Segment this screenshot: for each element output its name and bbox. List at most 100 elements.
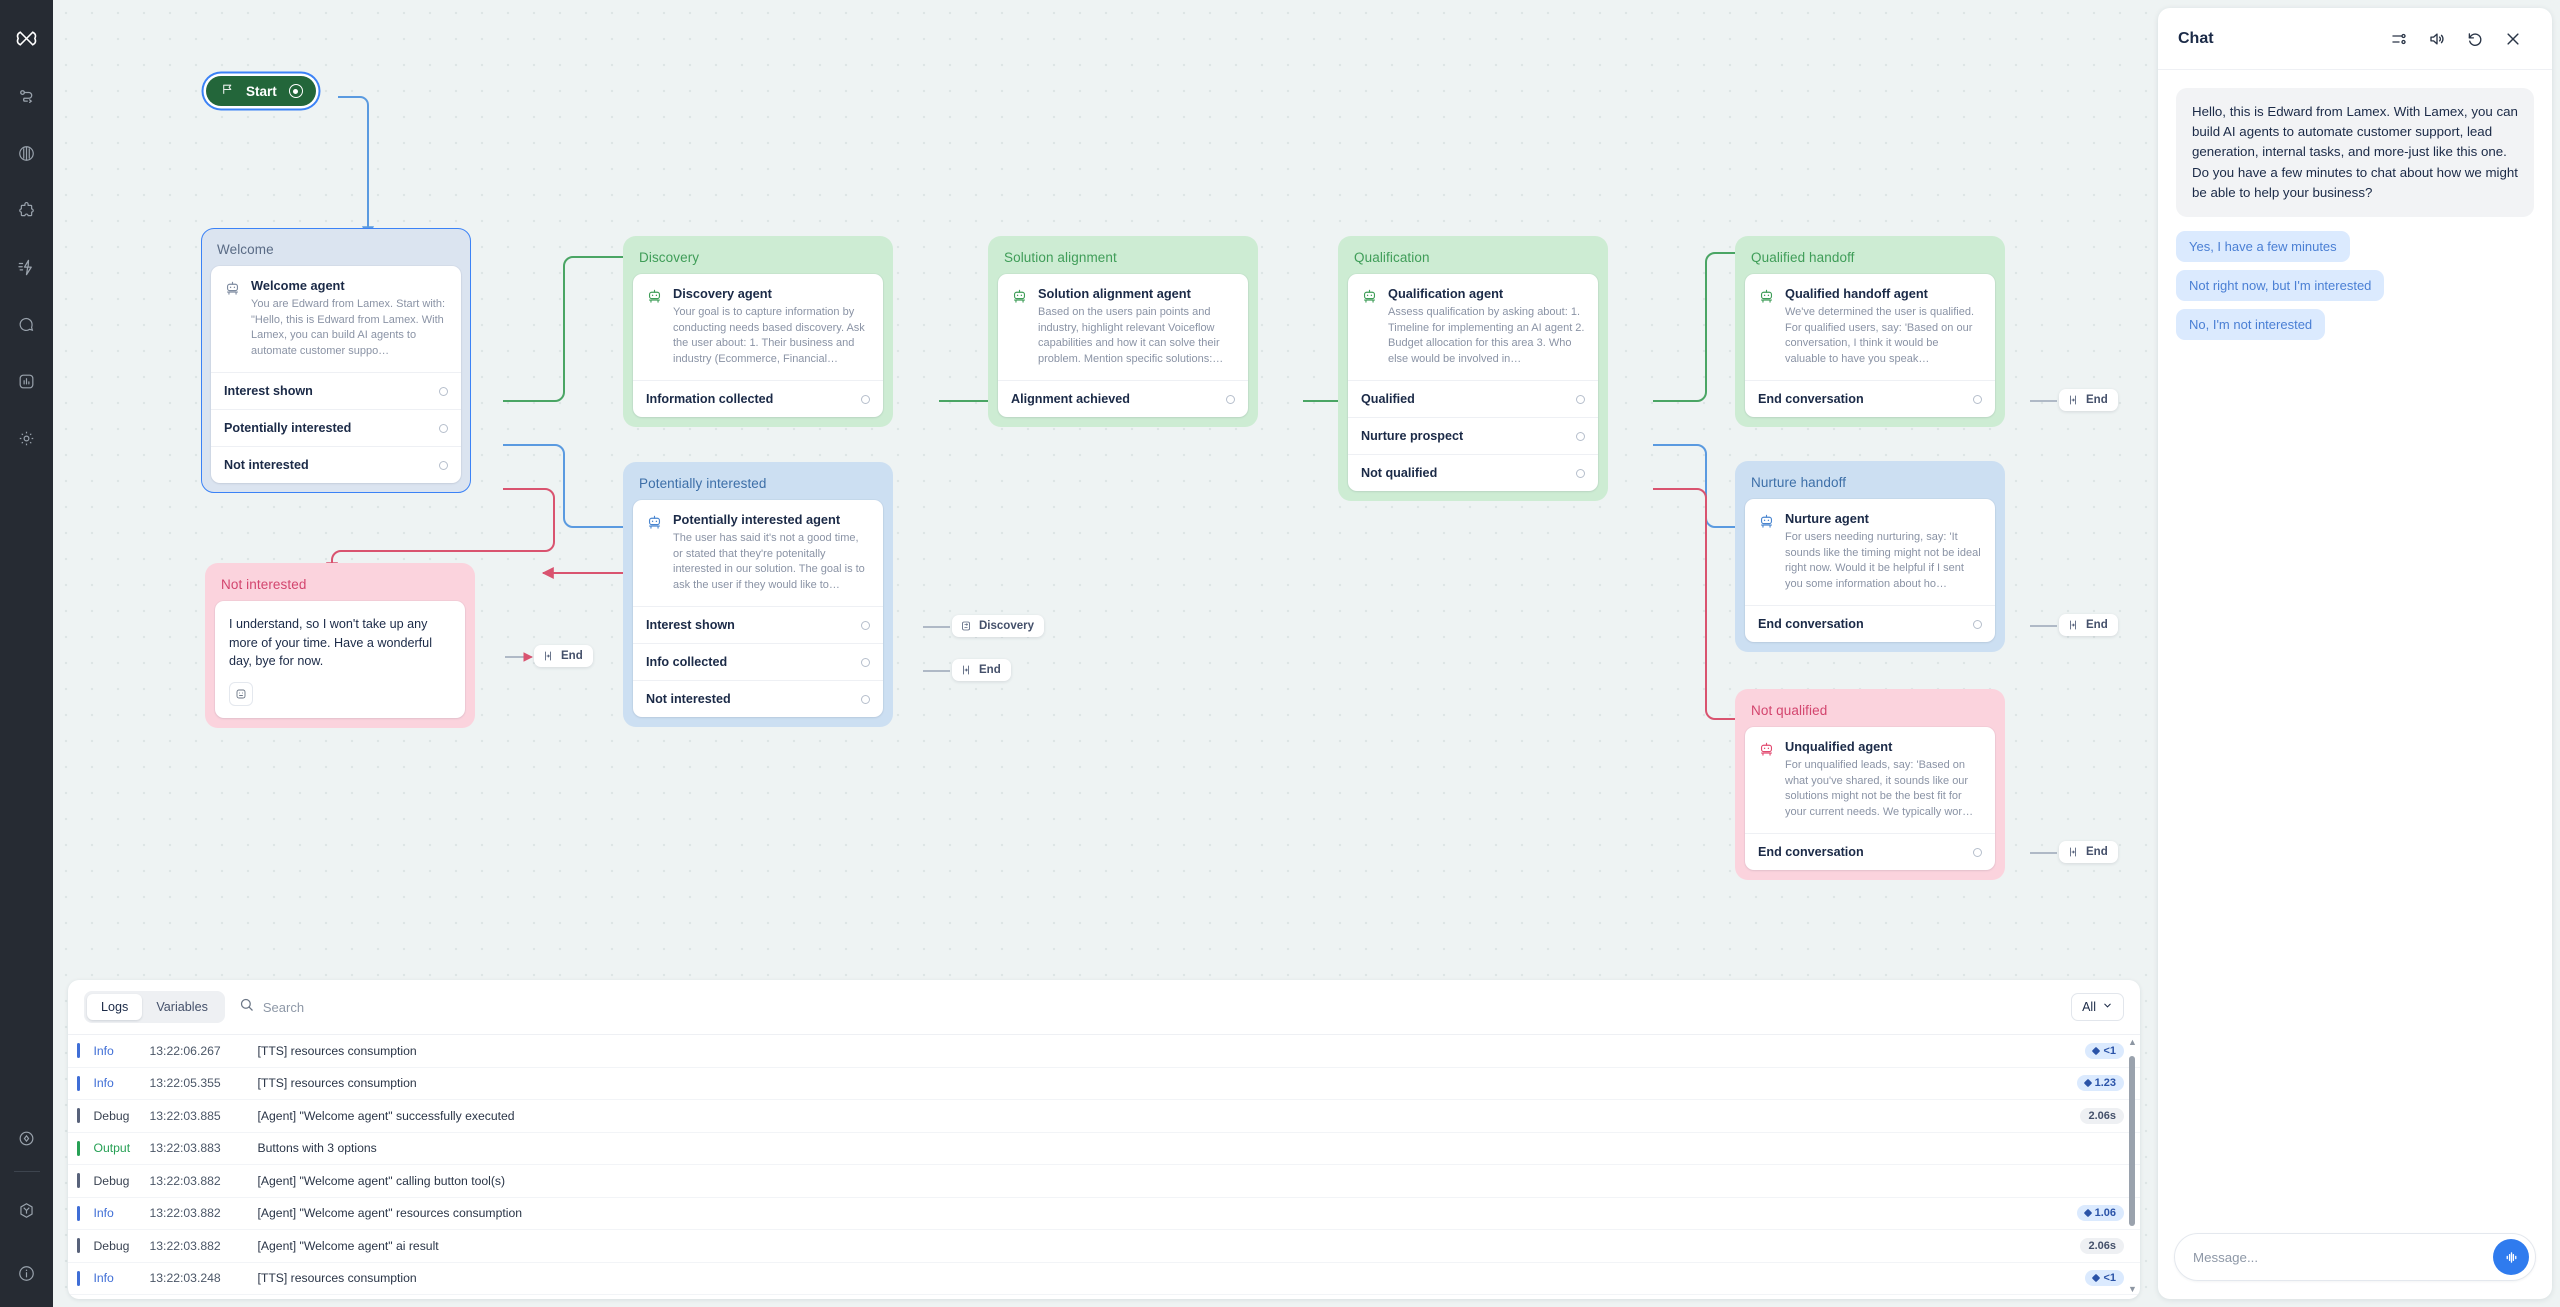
port-not-interested[interactable]: Not interested — [633, 680, 883, 717]
chip-not-interested-end[interactable]: End — [534, 645, 593, 667]
close-icon[interactable] — [2494, 30, 2532, 48]
table-row[interactable]: Debug 13:22:03.882 [Agent] "Welcome agen… — [68, 1230, 2140, 1263]
box-package-icon[interactable] — [0, 1182, 53, 1239]
settings-sliders-icon[interactable] — [2380, 30, 2418, 48]
node-not-interested[interactable]: Not interested I understand, so I won't … — [205, 563, 475, 728]
port-end-conversation[interactable]: End conversation — [1745, 605, 1995, 642]
port-potentially-interested[interactable]: Potentially interested — [211, 409, 461, 446]
status-badge: 2.06s — [2080, 1107, 2124, 1124]
node-discovery[interactable]: Discovery Discovery agent Your goal is t… — [623, 236, 893, 428]
port-interest-shown[interactable]: Interest shown — [211, 372, 461, 409]
port-end-conversation[interactable]: End conversation — [1745, 833, 1995, 870]
node-solution-alignment[interactable]: Solution alignment Solution alignment ag… — [988, 236, 1258, 428]
port-handle[interactable] — [439, 386, 448, 396]
port-handle[interactable] — [861, 694, 870, 704]
port-handle[interactable] — [1576, 468, 1585, 478]
quick-reply-not-now[interactable]: Not right now, but I'm interested — [2176, 270, 2385, 302]
port-handle[interactable] — [1973, 394, 1982, 404]
table-row[interactable]: Info 13:22:06.267 [TTS] resources consum… — [68, 1035, 2140, 1068]
port-qualified[interactable]: Qualified — [1348, 380, 1598, 417]
chip-qualified-end[interactable]: End — [2059, 389, 2118, 411]
node-qualified-handoff-title: Qualified handoff — [1751, 250, 1855, 265]
node-not-qualified-card[interactable]: Unqualified agent For unqualified leads,… — [1745, 727, 1995, 871]
puzzle-integrations-icon[interactable] — [0, 182, 53, 239]
tab-logs[interactable]: Logs — [87, 994, 143, 1020]
port-handle[interactable] — [439, 460, 448, 470]
port-handle[interactable] — [439, 423, 448, 433]
agent-description: You are Edward from Lamex. Start with: "… — [251, 297, 446, 357]
port-handle[interactable] — [861, 394, 870, 404]
quick-reply-yes[interactable]: Yes, I have a few minutes — [2176, 231, 2350, 263]
table-row[interactable]: Info 13:22:03.248 [TTS] resources consum… — [68, 1263, 2140, 1295]
analytics-chart-icon[interactable] — [0, 353, 53, 410]
node-solution-alignment-card[interactable]: Solution alignment agent Based on the us… — [998, 274, 1248, 418]
chip-potentially-end[interactable]: End — [952, 659, 1011, 681]
node-welcome[interactable]: Welcome Welcome agent You are Edward fro… — [201, 228, 471, 494]
robot-icon — [646, 288, 663, 367]
logs-filter-button[interactable]: All — [2071, 993, 2124, 1021]
table-row[interactable]: Debug 13:22:03.882 [Agent] "Welcome agen… — [68, 1165, 2140, 1198]
workflow-icon[interactable] — [0, 68, 53, 125]
search-icon — [239, 997, 254, 1017]
table-row[interactable]: Debug 13:22:03.885 [Agent] "Welcome agen… — [68, 1100, 2140, 1133]
scroll-down-arrow[interactable]: ▼ — [2128, 1284, 2137, 1294]
node-potentially-interested[interactable]: Potentially interested Potentially inter… — [623, 462, 893, 728]
table-row[interactable]: Output 13:22:03.883 Buttons with 3 optio… — [68, 1133, 2140, 1165]
voice-waveform-icon[interactable] — [2493, 1239, 2529, 1275]
node-not-qualified[interactable]: Not qualified Unqualified agent For unqu… — [1735, 689, 2005, 881]
node-qualification-card[interactable]: Qualification agent Assess qualification… — [1348, 274, 1598, 492]
node-nurture-handoff[interactable]: Nurture handoff Nurture agent For users … — [1735, 461, 2005, 653]
start-node[interactable]: Start — [206, 76, 316, 106]
port-handle[interactable] — [1973, 847, 1982, 857]
log-time: 13:22:03.883 — [149, 1141, 221, 1156]
port-handle[interactable] — [1576, 431, 1585, 441]
node-discovery-card[interactable]: Discovery agent Your goal is to capture … — [633, 274, 883, 418]
port-label: Information collected — [646, 392, 774, 407]
message-input[interactable] — [2193, 1249, 2493, 1265]
chip-unqualified-end[interactable]: End — [2059, 841, 2118, 863]
node-potentially-interested-card[interactable]: Potentially interested agent The user ha… — [633, 500, 883, 718]
table-row[interactable]: Info 13:22:03.882 [Agent] "Welcome agent… — [68, 1198, 2140, 1230]
port-end-conversation[interactable]: End conversation — [1745, 380, 1995, 417]
node-welcome-card[interactable]: Welcome agent You are Edward from Lamex.… — [211, 266, 461, 484]
tab-variables[interactable]: Variables — [142, 994, 222, 1020]
quick-reply-no[interactable]: No, I'm not interested — [2176, 309, 2326, 341]
logs-scrollbar[interactable]: ▲ ▼ — [2128, 1037, 2137, 1294]
message-media-icon[interactable] — [229, 681, 253, 706]
node-qualified-handoff-card[interactable]: Qualified handoff agent We've determined… — [1745, 274, 1995, 418]
node-qualified-handoff[interactable]: Qualified handoff Qualified handoff agen… — [1735, 236, 2005, 428]
node-not-interested-card[interactable]: I understand, so I won't take up any mor… — [215, 601, 465, 718]
port-handle[interactable] — [1226, 394, 1235, 404]
port-interest-shown[interactable]: Interest shown — [633, 606, 883, 643]
chip-potentially-discovery[interactable]: Discovery — [952, 615, 1044, 637]
port-handle[interactable] — [1973, 619, 1982, 629]
node-qualification[interactable]: Qualification Qualification agent Assess… — [1338, 236, 1608, 502]
search-input[interactable] — [262, 999, 583, 1015]
knowledge-brain-icon[interactable] — [0, 125, 53, 182]
scroll-up-arrow[interactable]: ▲ — [2128, 1037, 2137, 1047]
port-handle[interactable] — [861, 657, 870, 667]
scroll-thumb[interactable] — [2129, 1056, 2135, 1226]
start-run-icon[interactable] — [288, 84, 303, 98]
publish-diamond-icon[interactable] — [0, 1110, 53, 1167]
port-not-interested[interactable]: Not interested — [211, 446, 461, 483]
speaker-volume-icon[interactable] — [2418, 30, 2456, 48]
port-nurture-prospect[interactable]: Nurture prospect — [1348, 417, 1598, 454]
logs-tabs: Logs Variables — [84, 991, 225, 1023]
app-logo-icon[interactable] — [0, 8, 53, 68]
settings-gear-icon[interactable] — [0, 410, 53, 467]
port-alignment-achieved[interactable]: Alignment achieved — [998, 380, 1248, 417]
help-info-icon[interactable] — [0, 1239, 53, 1307]
port-handle[interactable] — [861, 620, 870, 630]
port-not-qualified[interactable]: Not qualified — [1348, 454, 1598, 491]
table-row[interactable]: Info 13:22:05.355 [TTS] resources consum… — [68, 1068, 2140, 1100]
port-information-collected[interactable]: Information collected — [633, 380, 883, 417]
port-handle[interactable] — [1576, 394, 1585, 404]
node-nurture-handoff-card[interactable]: Nurture agent For users needing nurturin… — [1745, 499, 1995, 643]
automations-bolt-icon[interactable] — [0, 239, 53, 296]
port-info-collected[interactable]: Info collected — [633, 643, 883, 680]
agent-description: For unqualified leads, say: 'Based on wh… — [1785, 758, 1974, 818]
conversations-icon[interactable] — [0, 296, 53, 353]
restart-undo-icon[interactable] — [2456, 30, 2494, 48]
chip-nurture-end[interactable]: End — [2059, 614, 2118, 636]
